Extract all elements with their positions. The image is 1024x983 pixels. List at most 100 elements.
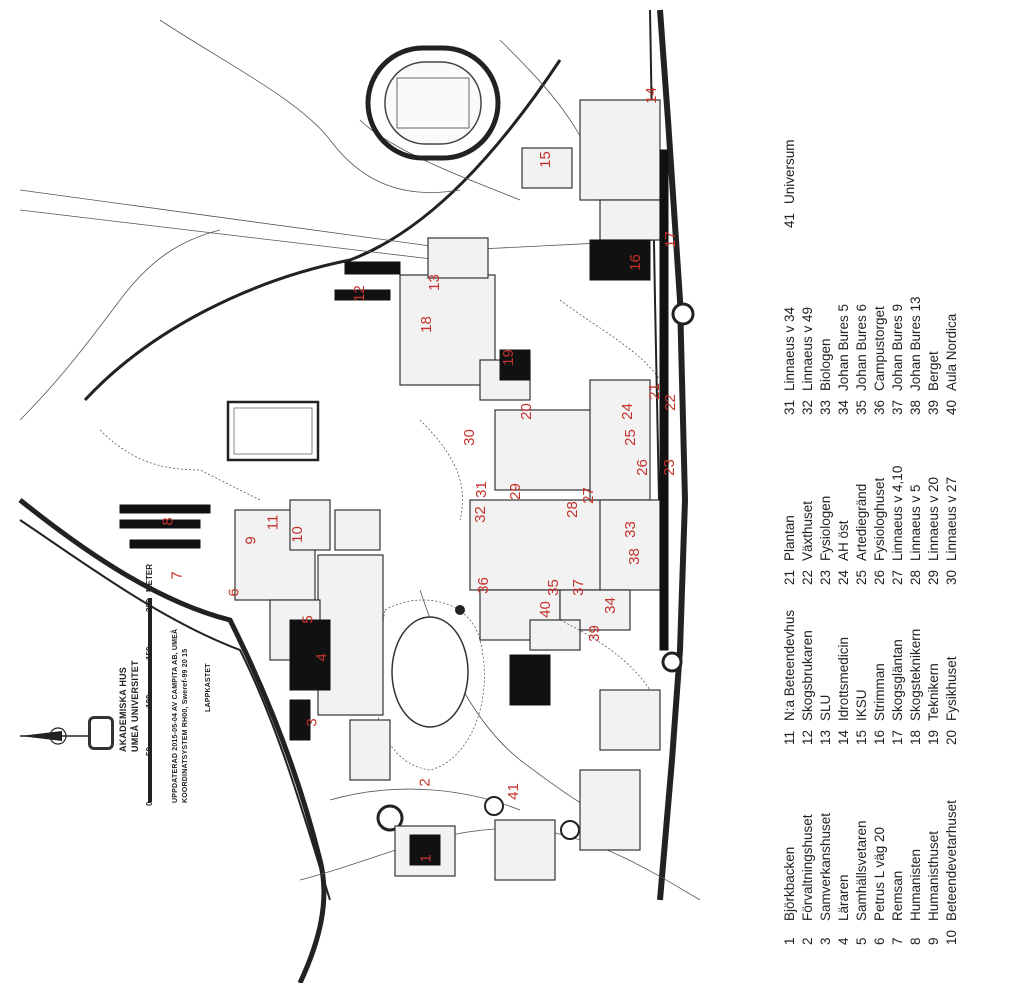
building-number[interactable]: 26 (633, 459, 651, 476)
building-number[interactable]: 24 (618, 403, 636, 420)
building-number[interactable]: 25 (621, 429, 639, 446)
legend-item[interactable]: 29Linnaeus v 20 (926, 477, 941, 585)
legend-number: 18 (908, 729, 923, 745)
building-number[interactable]: 39 (585, 625, 603, 642)
building-number[interactable]: 22 (661, 394, 679, 411)
building-number[interactable]: 9 (242, 536, 260, 545)
building-number[interactable]: 19 (499, 349, 517, 366)
building-number[interactable]: 15 (536, 151, 554, 168)
legend-item[interactable]: 26Fysiologhuset (872, 478, 887, 585)
building-number[interactable]: 31 (472, 481, 490, 498)
legend-label: Fysiologhuset (872, 477, 887, 561)
legend-item[interactable]: 25Artediegränd (854, 484, 869, 585)
legend-item[interactable]: 17Skogsgläntan (890, 639, 905, 745)
legend-item[interactable]: 5Samhällsvetaren (854, 820, 869, 945)
building-number[interactable]: 16 (626, 254, 644, 271)
legend-item[interactable]: 34Johan Bures 5 (836, 304, 851, 415)
building-number[interactable]: 34 (601, 597, 619, 614)
building-number[interactable]: 11 (264, 514, 282, 531)
building-number[interactable]: 38 (625, 548, 643, 565)
building-number[interactable]: 35 (544, 579, 562, 596)
legend-item[interactable]: 19Teknikern (926, 663, 941, 745)
legend-item[interactable]: 40Aula Nordica (944, 314, 959, 415)
legend-label: Petrus L väg 20 (872, 826, 887, 921)
legend-item[interactable]: 7Remsan (890, 871, 905, 945)
building-number[interactable]: 23 (660, 459, 678, 476)
building-number[interactable]: 33 (621, 521, 639, 538)
building-number[interactable]: 12 (350, 285, 368, 302)
legend-item[interactable]: 21Plantan (782, 515, 797, 585)
legend-label: Biologen (818, 338, 833, 391)
legend-item[interactable]: 32Linnaeus v 49 (800, 307, 815, 415)
legend-item[interactable]: 30Linnaeus v 27 (944, 477, 959, 585)
coordinate-note: KOORDINATSYSTEM RH00, Sweref-99 20 15 (182, 648, 189, 803)
legend-item[interactable]: 15IKSU (854, 689, 869, 745)
building-number[interactable]: 28 (563, 501, 581, 518)
legend-number: 8 (908, 937, 923, 945)
building-number[interactable]: 40 (536, 601, 554, 618)
legend-item[interactable]: 13SLU (818, 695, 833, 745)
building-number[interactable]: 32 (471, 506, 489, 523)
legend-item[interactable]: 11N:a Beteendevhus (782, 610, 797, 745)
campus-map[interactable]: 1 2 3 4 5 6 7 8 9 10 11 12 13 14 15 16 1… (0, 0, 770, 983)
building-number[interactable]: 20 (517, 403, 535, 420)
legend-number: 7 (890, 937, 905, 945)
building-number[interactable]: 10 (288, 526, 306, 543)
legend-item[interactable]: 39Berget (926, 351, 941, 415)
building-number[interactable]: 5 (299, 615, 317, 624)
legend-item[interactable]: 35Johan Bures 6 (854, 304, 869, 415)
building-number[interactable]: 4 (313, 653, 331, 662)
building-number[interactable]: 2 (416, 778, 434, 787)
building-number[interactable]: 30 (460, 429, 478, 446)
legend-label: Växthuset (800, 500, 815, 561)
building-number[interactable]: 21 (645, 383, 663, 400)
legend-item[interactable]: 38Johan Bures 13 (908, 296, 923, 415)
building-number[interactable]: 37 (569, 579, 587, 596)
legend-item[interactable]: 22 Växthuset (800, 501, 815, 585)
legend-label: Läraren (836, 874, 851, 921)
building-number[interactable]: 13 (425, 274, 443, 291)
legend-item[interactable]: 20Fysikhuset (944, 656, 959, 745)
building-number[interactable]: 6 (225, 588, 243, 597)
building-number[interactable]: 14 (642, 87, 660, 104)
legend-number: 22 (800, 569, 815, 585)
legend-item[interactable]: 12Skogsbrukaren (800, 630, 815, 745)
legend-item[interactable]: 37Johan Bures 9 (890, 304, 905, 415)
legend-label: Skogsgläntan (890, 639, 905, 721)
legend-item[interactable]: 33Biologen (818, 338, 833, 415)
building-number[interactable]: 36 (474, 577, 492, 594)
legend-number: 3 (818, 937, 833, 945)
building-number[interactable]: 17 (661, 231, 679, 248)
legend-item[interactable]: 6Petrus L väg 20 (872, 827, 887, 945)
legend-item[interactable]: 9Humanisthuset (926, 831, 941, 945)
legend-label: IKSU (854, 689, 869, 721)
legend-item[interactable]: 24AH öst (836, 520, 851, 585)
legend-item[interactable]: 3Samverkanshuset (818, 813, 833, 945)
legend-item[interactable]: 2Förvaltningshuset (800, 814, 815, 945)
legend-item[interactable]: 27Linnaeus v 4,10 (890, 466, 905, 585)
building-number[interactable]: 1 (417, 854, 435, 863)
legend-item[interactable]: 23Fysiologen (818, 496, 833, 585)
building-number[interactable]: 7 (168, 571, 186, 580)
building-number[interactable]: 41 (504, 783, 522, 800)
legend-item[interactable]: 28Linnaeus v 5 (908, 484, 923, 585)
building-number[interactable]: 18 (417, 316, 435, 333)
legend-item[interactable]: 4Läraren (836, 874, 851, 945)
legend-item[interactable]: 41Universum (782, 139, 797, 228)
legend-number: 24 (836, 569, 851, 585)
legend-number: 37 (890, 399, 905, 415)
legend-item[interactable]: 18Skogsteknikern (908, 629, 923, 745)
building-number[interactable]: 3 (303, 718, 321, 727)
legend-item[interactable]: 14Idrottsmedicin (836, 637, 851, 745)
building-number[interactable]: 29 (506, 483, 524, 500)
building-number[interactable]: 8 (159, 517, 177, 526)
legend-number: 23 (818, 569, 833, 585)
legend-item[interactable]: 1Björkbacken (782, 847, 797, 945)
legend-number: 35 (854, 399, 869, 415)
legend-item[interactable]: 16Strimman (872, 663, 887, 745)
building-number[interactable]: 27 (579, 487, 597, 504)
legend-item[interactable]: 10Beteendevetarhuset (944, 800, 959, 945)
legend-item[interactable]: 31Linnaeus v 34 (782, 307, 797, 415)
legend-item[interactable]: 8Humanisten (908, 849, 923, 945)
legend-item[interactable]: 36Campustorget (872, 306, 887, 415)
